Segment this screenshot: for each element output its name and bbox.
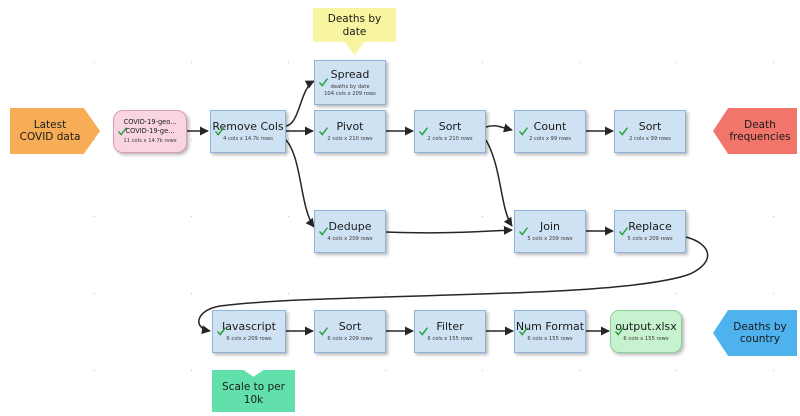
check-icon	[419, 126, 428, 136]
edge-sort-top-count	[485, 123, 513, 133]
check-icon	[319, 77, 328, 87]
node-title: Count	[533, 120, 567, 134]
check-icon	[419, 326, 428, 336]
check-icon	[519, 226, 528, 236]
node-count[interactable]: Count 2 cols x 99 rows	[514, 110, 586, 153]
node-join[interactable]: Join 5 cols x 209 rows	[514, 210, 586, 253]
check-icon	[215, 126, 224, 136]
node-meta: 6 cols x 155 rows	[623, 336, 669, 343]
node-meta: 6 cols x 209 rows	[327, 336, 373, 343]
node-title: Sort	[638, 120, 662, 134]
check-icon	[615, 326, 624, 336]
note-scale-per-10k[interactable]: Scale to per 10k	[212, 370, 295, 412]
node-meta: 5 cols x 209 rows	[527, 236, 573, 243]
node-title: output.xlsx	[615, 320, 677, 334]
node-meta: 6 cols x 155 rows	[527, 336, 573, 343]
source-file-meta: 11 cols x 14.7k rows	[123, 138, 177, 145]
node-javascript[interactable]: Javascript 6 cols x 209 rows	[212, 310, 286, 353]
note-deaths-by-date-line2: date	[342, 25, 367, 38]
tag-input-line2: COVID data	[19, 131, 81, 143]
node-title: Num Format	[515, 320, 585, 334]
check-icon	[519, 326, 528, 336]
node-title: Pivot	[336, 120, 364, 134]
tag-deaths-by-country-line1: Deaths by	[733, 320, 787, 333]
node-dedupe[interactable]: Dedupe 4 cols x 209 rows	[314, 210, 386, 253]
node-title: Sort	[438, 120, 462, 134]
note-deaths-by-date[interactable]: Deaths by date	[313, 8, 396, 55]
node-meta: 2 cols x 99 rows	[629, 136, 671, 143]
node-output-xlsx[interactable]: output.xlsx 6 cols x 155 rows	[610, 310, 682, 353]
node-source-file[interactable]: COVID-19-geo... COVID-19-ge... 11 cols x…	[113, 110, 187, 153]
node-title: Sort	[338, 320, 362, 334]
node-meta: 2 cols x 99 rows	[529, 136, 571, 143]
check-icon	[319, 126, 328, 136]
note-scale-line1: Scale to per	[222, 381, 285, 393]
check-icon	[619, 226, 628, 236]
edge-dedupe-join	[385, 225, 513, 235]
tag-death-frequencies-line1: Death	[744, 118, 776, 131]
node-sort-frequencies[interactable]: Sort 2 cols x 99 rows	[614, 110, 686, 153]
check-icon	[217, 326, 226, 336]
tag-deaths-by-country-line2: country	[739, 333, 781, 345]
node-title: Replace	[628, 220, 672, 234]
node-remove-cols[interactable]: Remove Cols 4 cols x 14.7k rows	[210, 110, 286, 153]
check-icon	[319, 226, 328, 236]
source-file-line1: COVID-19-geo...	[123, 118, 177, 127]
edge-remove-cols-spread	[285, 80, 315, 127]
node-sort-bottom[interactable]: Sort 6 cols x 209 rows	[314, 310, 386, 353]
check-icon	[319, 326, 328, 336]
tag-input-line1: Latest	[33, 118, 67, 131]
note-deaths-by-date-line1: Deaths by	[327, 12, 382, 25]
node-filter[interactable]: Filter 6 cols x 155 rows	[414, 310, 486, 353]
node-meta: 2 cols x 210 rows	[327, 136, 373, 143]
node-meta: 2 cols x 210 rows	[427, 136, 473, 143]
node-title: Javascript	[222, 320, 276, 334]
node-spread[interactable]: Spread deaths by date 104 cols x 209 row…	[314, 60, 386, 105]
node-replace[interactable]: Replace 5 cols x 209 rows	[614, 210, 686, 253]
node-title: Filter	[436, 320, 464, 334]
tag-deaths-by-country[interactable]: Deaths by country	[713, 310, 797, 356]
node-title: Join	[539, 220, 560, 234]
source-file-line2: COVID-19-ge...	[125, 126, 175, 135]
node-meta: 6 cols x 209 rows	[226, 336, 272, 343]
edge-remove-cols-dedupe	[285, 139, 315, 228]
edge-sort-top-join	[485, 139, 513, 227]
node-meta: 6 cols x 155 rows	[427, 336, 473, 343]
node-meta: 104 cols x 209 rows	[324, 90, 376, 97]
node-title: Spread	[330, 67, 370, 81]
node-title: Dedupe	[328, 220, 372, 234]
check-icon	[118, 126, 127, 136]
check-icon	[519, 126, 528, 136]
node-meta: 5 cols x 209 rows	[627, 236, 673, 243]
node-title: Remove Cols	[212, 120, 284, 134]
node-num-format[interactable]: Num Format 6 cols x 155 rows	[514, 310, 586, 353]
node-sort-top[interactable]: Sort 2 cols x 210 rows	[414, 110, 486, 153]
tag-death-frequencies-line2: frequencies	[729, 131, 791, 143]
node-meta-sub: deaths by date	[330, 83, 370, 90]
node-pivot[interactable]: Pivot 2 cols x 210 rows	[314, 110, 386, 153]
node-meta: 4 cols x 14.7k rows	[223, 136, 273, 143]
tag-latest-covid-data[interactable]: Latest COVID data	[10, 108, 100, 154]
tag-death-frequencies[interactable]: Death frequencies	[713, 108, 797, 154]
note-scale-line2: 10k	[243, 394, 264, 406]
check-icon	[619, 126, 628, 136]
node-meta: 4 cols x 209 rows	[327, 236, 373, 243]
